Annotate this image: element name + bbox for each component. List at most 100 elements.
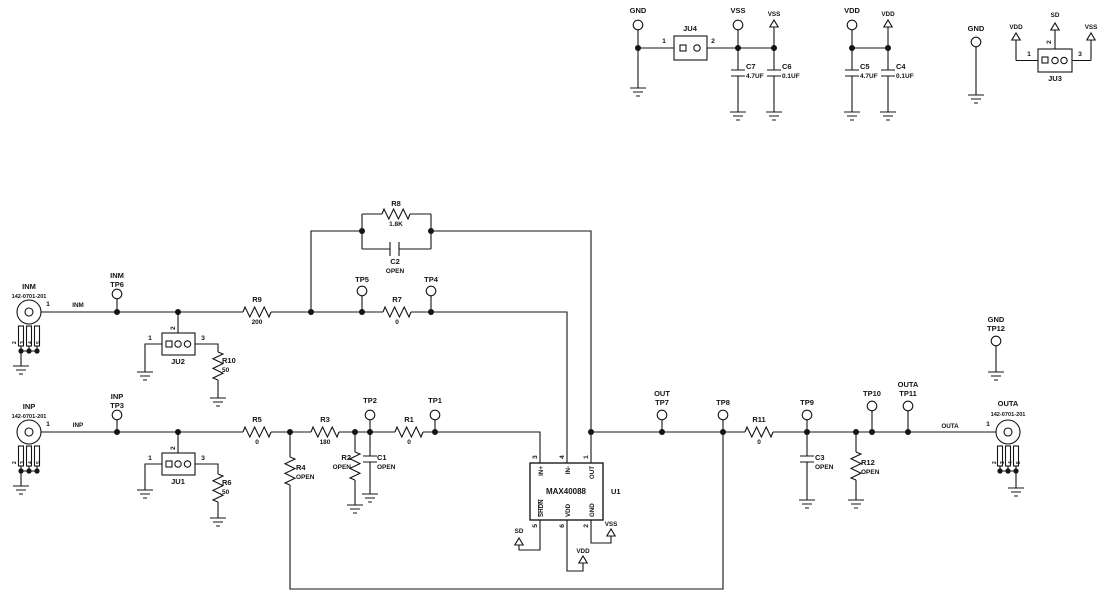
resistor-r4: R4 OPEN bbox=[283, 456, 315, 486]
sd-flag-arrow bbox=[1049, 21, 1061, 31]
tp7-testpoint bbox=[656, 409, 668, 421]
resistor-r3: R3 180 bbox=[310, 415, 340, 446]
ground-symbol bbox=[968, 94, 984, 104]
capacitor-c3: C3 OPEN bbox=[799, 453, 834, 509]
c7-symbol bbox=[731, 69, 745, 77]
inm-conn-part: 142-0701-201 bbox=[12, 294, 47, 300]
r5-ref: R5 bbox=[252, 415, 262, 424]
inm-row: INM 142-0701-201 1 2 3 4 5 INM INM TP6 bbox=[12, 199, 592, 463]
ground-symbol bbox=[730, 111, 746, 121]
tp2-label: TP2 bbox=[363, 396, 377, 405]
junction-dot bbox=[175, 429, 181, 435]
u1-body bbox=[529, 462, 604, 521]
r10-symbol bbox=[211, 351, 225, 381]
ju1-ref: JU1 bbox=[171, 477, 185, 486]
c6-ref: C6 bbox=[782, 62, 792, 71]
tp9-testpoint bbox=[801, 409, 813, 421]
tp3-testpoint bbox=[111, 409, 123, 421]
connector-outa: OUTA 142-0701-201 2 3 4 5 bbox=[991, 399, 1026, 497]
c7-ref: C7 bbox=[746, 62, 756, 71]
ju1-pin3-num: 3 bbox=[201, 455, 205, 462]
ju3-vdd-flag-label: VDD bbox=[1009, 24, 1023, 31]
junction-dot bbox=[853, 429, 859, 435]
r6-ref: R6 bbox=[222, 478, 232, 487]
junction-dot bbox=[308, 309, 314, 315]
ground-symbol bbox=[347, 504, 363, 514]
junction-dot bbox=[885, 45, 891, 51]
ground-symbol bbox=[13, 485, 29, 495]
u1-ref: U1 bbox=[611, 487, 621, 496]
u1-pin3-num: 3 bbox=[532, 455, 539, 459]
vdd-flag-arrow bbox=[1010, 31, 1022, 41]
tp5-label: TP5 bbox=[355, 275, 369, 284]
inp-conn-outer bbox=[16, 419, 42, 445]
jumper-ju3: JU3 1 3 2 VDD SD VSS bbox=[1009, 12, 1097, 83]
power-section: GND JU4 1 2 VSS VSS C7 4.7UF bbox=[630, 6, 1097, 121]
tp9-label: TP9 bbox=[800, 398, 814, 407]
testpoint-tp3: INP TP3 bbox=[110, 392, 124, 421]
c4-ref: C4 bbox=[896, 62, 906, 71]
tp1-label: TP1 bbox=[428, 396, 442, 405]
ju1-pin1-num: 1 bbox=[148, 455, 152, 462]
jumper-ju1: JU1 1 3 2 bbox=[137, 446, 205, 499]
jumper-ju2: JU2 1 3 2 bbox=[137, 326, 205, 381]
c5-symbol bbox=[845, 69, 859, 77]
vdd-flag-label: VDD bbox=[576, 548, 590, 555]
junction-dot bbox=[114, 309, 120, 315]
r10-ref: R10 bbox=[222, 356, 236, 365]
capacitor-c4: C4 0.1UF bbox=[880, 62, 914, 121]
vss-flag-label: VSS bbox=[768, 11, 781, 18]
u1-vdd-label: VDD bbox=[565, 503, 572, 517]
inp-conn-part: 142-0701-201 bbox=[12, 414, 47, 420]
c1-symbol bbox=[363, 455, 377, 463]
vss-flag-label: VSS bbox=[605, 521, 618, 528]
junction-dot bbox=[34, 348, 40, 354]
tp11-label: TP11 bbox=[899, 389, 917, 398]
capacitor-c2: C2 OPEN bbox=[386, 242, 405, 275]
capacitor-c6: C6 0.1UF bbox=[766, 62, 800, 121]
junction-dot bbox=[428, 309, 434, 315]
tp3-label: TP3 bbox=[110, 401, 124, 410]
tp6-label: TP6 bbox=[110, 280, 124, 289]
ju1-pin1-pad bbox=[165, 460, 173, 468]
outa-shield-num: 2 bbox=[992, 461, 998, 464]
outa-conn-name: OUTA bbox=[998, 399, 1019, 408]
u1-pin1-num: 1 bbox=[583, 455, 590, 459]
r4-ref: R4 bbox=[296, 463, 306, 472]
r2-ref: R2 bbox=[341, 453, 351, 462]
outa-conn-part: 142-0701-201 bbox=[991, 412, 1026, 418]
ju2-pin1-num: 1 bbox=[148, 335, 152, 342]
connector-inp: INP 142-0701-201 1 2 3 4 5 bbox=[12, 402, 50, 495]
inm-shield-num: 5 bbox=[36, 341, 42, 344]
vdd-testpoint bbox=[846, 19, 858, 31]
ju3-pin2-num: 2 bbox=[1046, 40, 1053, 44]
testpoint-tp6: INM TP6 bbox=[110, 271, 124, 300]
inp-shield-num: 5 bbox=[36, 461, 42, 464]
vss-power-flag-ic: VSS bbox=[605, 521, 618, 537]
junction-dot bbox=[359, 228, 365, 234]
sd-flag-label: SD bbox=[515, 528, 524, 535]
c6-value: 0.1UF bbox=[782, 73, 800, 80]
resistor-r10: R10 50 bbox=[210, 351, 236, 407]
junction-dot bbox=[659, 429, 665, 435]
junction-dot bbox=[34, 468, 40, 474]
u1-out-label: OUT bbox=[589, 466, 596, 479]
ic-u1: MAX40088 U1 3 4 1 IN+ IN- OUT SHDN VDD G… bbox=[513, 432, 621, 572]
junction-dot bbox=[1013, 468, 1019, 474]
power-wires bbox=[637, 27, 977, 112]
r5-symbol bbox=[242, 425, 272, 439]
ju1-pin2-num: 2 bbox=[170, 446, 177, 450]
ju3-pin3-pad bbox=[1060, 56, 1068, 65]
vss-flag-arrow bbox=[768, 18, 780, 28]
junction-dot bbox=[18, 348, 24, 354]
ju1-body bbox=[161, 452, 196, 476]
testpoint-tp9: TP9 bbox=[800, 398, 814, 421]
junction-dot bbox=[588, 429, 594, 435]
u1-shdn-label: SHDN bbox=[538, 499, 545, 517]
vss-testpoint bbox=[732, 19, 744, 31]
ju4-pin1-num: 1 bbox=[662, 38, 666, 45]
ju4-body bbox=[673, 35, 708, 61]
tp4-label: TP4 bbox=[424, 275, 439, 284]
r11-symbol bbox=[744, 425, 774, 439]
inm-shield-num: 3 bbox=[20, 341, 26, 344]
